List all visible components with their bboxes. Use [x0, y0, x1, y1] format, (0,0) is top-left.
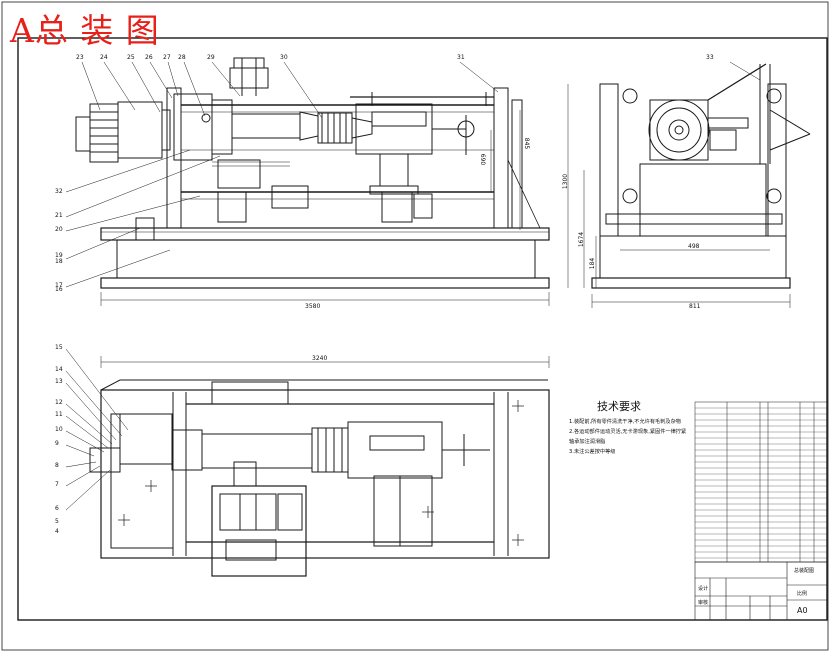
- dimension-front-height-2: 690: [479, 153, 487, 166]
- callout-front-30: 30: [280, 54, 288, 61]
- callout-top-8: 8: [55, 462, 59, 469]
- callout-front-31: 31: [457, 54, 465, 61]
- callout-front-17: 17: [55, 282, 63, 289]
- tech-requirement-line: 轴承加注润滑脂: [569, 439, 606, 445]
- callout-front-24: 24: [100, 54, 108, 61]
- dimension-side-width: 811: [689, 303, 701, 310]
- design-label: 设计: [698, 586, 709, 592]
- callout-front-16: 16: [55, 286, 63, 293]
- dimension-front-width: 3580: [305, 303, 321, 310]
- tech-requirement-line: 3.未注公差按中等级: [569, 449, 616, 455]
- callout-front-21: 21: [55, 212, 63, 219]
- callout-top-12: 12: [55, 399, 63, 406]
- callout-top-13: 13: [55, 378, 63, 385]
- callout-top-5: 5: [55, 518, 59, 525]
- inner-frame: [17, 37, 828, 621]
- callout-front-20: 20: [55, 226, 63, 233]
- drawing-name: 总装配图: [794, 568, 815, 574]
- side-view: [591, 63, 811, 289]
- callout-top-14: 14: [55, 366, 63, 373]
- callout-front-29: 29: [207, 54, 215, 61]
- front-leaders: [65, 61, 499, 288]
- bom-rows: [695, 407, 827, 559]
- callout-top-4: 4: [55, 528, 59, 535]
- callout-front-28: 28: [178, 54, 186, 61]
- dimension-top-width: 3240: [312, 355, 328, 362]
- top-leaders: [65, 348, 129, 511]
- tech-requirement-line: 2.各运动部件运动灵活,无卡滞现象,紧固件一律拧紧: [569, 429, 687, 435]
- callout-front-23: 23: [76, 54, 84, 61]
- callout-top-10: 10: [55, 426, 63, 433]
- tech-requirements-title: 技术要求: [597, 400, 641, 413]
- callout-front-27: 27: [163, 54, 171, 61]
- callout-side-33: 33: [706, 54, 714, 61]
- callout-top-7: 7: [55, 481, 59, 488]
- callout-front-25: 25: [127, 54, 135, 61]
- title-block: [694, 561, 828, 621]
- callout-top-9: 9: [55, 440, 59, 447]
- dimension-side-height-3: 184: [589, 257, 597, 270]
- callout-top-15: 15: [55, 344, 63, 351]
- side-dimensions: [567, 61, 791, 308]
- callout-top-11: 11: [55, 411, 63, 418]
- callout-front-32: 32: [55, 188, 63, 195]
- callout-front-18: 18: [55, 258, 63, 265]
- callout-front-26: 26: [145, 54, 153, 61]
- top-view: [89, 379, 550, 577]
- dimension-front-height-1: 845: [523, 137, 531, 150]
- callout-front-19: 19: [55, 252, 63, 259]
- title-stamp: A总 装 图: [10, 11, 160, 50]
- dimension-side-height-2: 1674: [578, 231, 586, 248]
- top-dimensions: [100, 356, 550, 368]
- front-dimensions: [100, 110, 550, 306]
- callout-top-6: 6: [55, 505, 59, 512]
- sheet-size: A0: [797, 606, 808, 615]
- scale-label: 比例: [797, 591, 808, 597]
- dimension-side-height-1: 1300: [562, 173, 570, 190]
- front-view: [75, 57, 550, 289]
- check-label: 审核: [698, 600, 709, 606]
- tech-requirement-line: 1.装配前,所有零件清洗干净,不允许有毛刺及杂物: [569, 419, 681, 425]
- dimension-side-inner-width: 498: [688, 243, 700, 250]
